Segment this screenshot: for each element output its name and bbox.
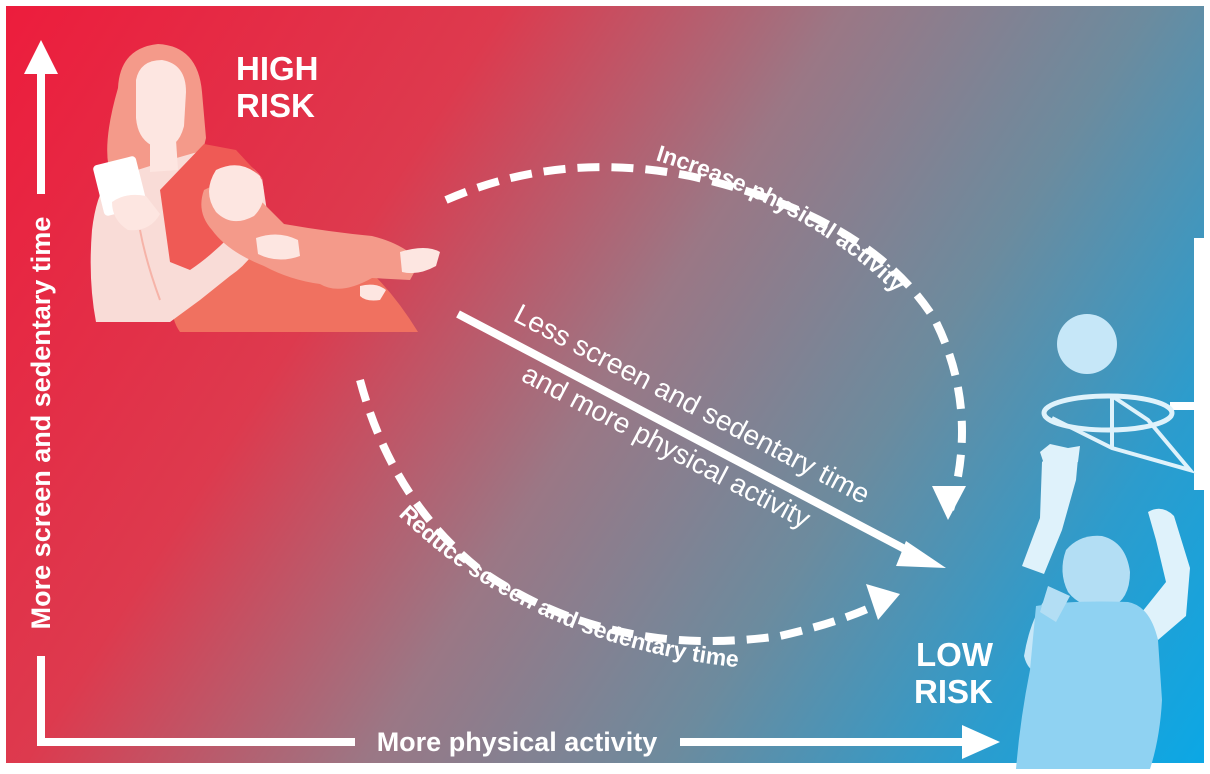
x-axis: More physical activity <box>377 725 1000 759</box>
high-risk-label: HIGH <box>236 50 319 87</box>
high-risk-label-line2: RISK <box>236 87 315 124</box>
background-gradient <box>6 6 1204 763</box>
low-risk-label-line2: RISK <box>914 673 993 710</box>
hoop-bracket <box>1170 402 1196 410</box>
girl-playing-basketball-icon <box>1016 314 1196 769</box>
y-axis-label: More screen and sedentary time <box>26 217 56 630</box>
low-risk-label: LOW <box>916 636 994 673</box>
y-axis: More screen and sedentary time <box>24 40 355 746</box>
mother-with-phone-and-baby-icon <box>90 44 440 332</box>
x-axis-label: More physical activity <box>377 727 658 757</box>
backboard <box>1194 238 1206 490</box>
